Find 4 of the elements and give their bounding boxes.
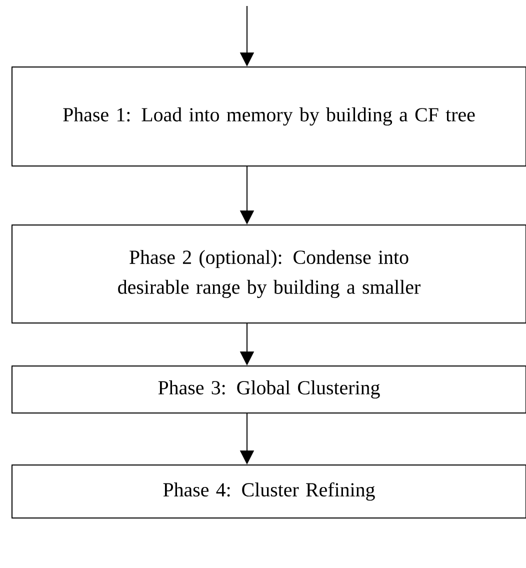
process-box: Phase 3: Global Clustering [12,366,526,414]
process-box: Phase 1: Load into memory by building a CF tree [12,66,526,166]
process-box: Phase 2 (optional): Condense into desirable range by building a smaller [12,224,526,324]
process-box: Phase 4: Cluster Refining [12,464,526,518]
